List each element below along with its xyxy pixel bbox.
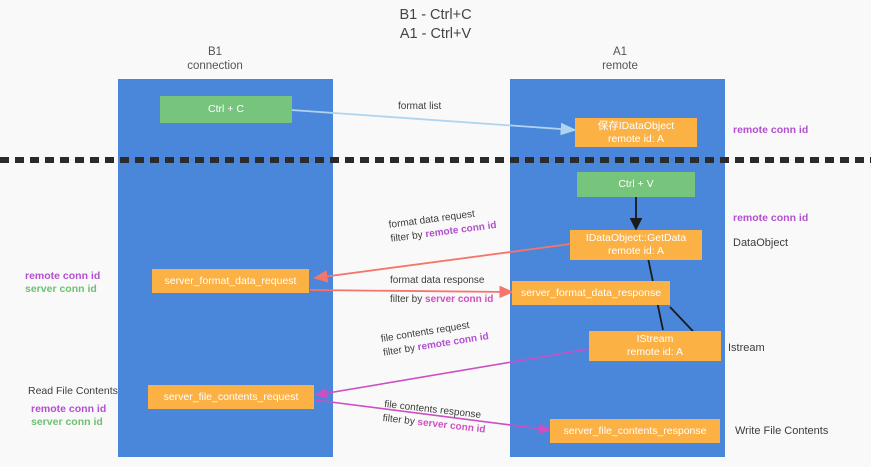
annotation-left-remote-conn-id-mid: remote conn id — [25, 270, 101, 282]
label-format-data-request: format data request filter by remote con… — [388, 205, 497, 247]
box-ctrl-v[interactable]: Ctrl + V — [577, 172, 695, 197]
annotation-right-dataobject: DataObject — [733, 237, 789, 249]
annotation-left-remote-conn-id-bottom: remote conn id — [31, 403, 107, 415]
label-format-data-response-filter: filter by server conn id — [390, 293, 493, 307]
filter-key-server-conn-id: server conn id — [425, 294, 494, 305]
label-format-data-response: format data response filter by server co… — [390, 274, 493, 307]
filter-prefix: filter by — [382, 412, 419, 428]
box-idataobject-getdata[interactable]: IDataObject::GetData remote id: A — [570, 230, 702, 260]
box-ctrl-c[interactable]: Ctrl + C — [160, 96, 292, 123]
diagram-title-line1: B1 - Ctrl+C — [399, 7, 472, 23]
annotation-left-server-conn-id-bottom: server conn id — [31, 416, 103, 428]
column-header-a1-role: remote — [602, 60, 638, 72]
column-header-a1-name: A1 — [612, 46, 628, 58]
diagram-title-line2: A1 - Ctrl+V — [399, 26, 472, 42]
label-format-list: format list — [398, 101, 442, 112]
label-file-contents-response: file contents response filter by server … — [382, 398, 488, 438]
diagram-title: B1 - Ctrl+C A1 - Ctrl+V — [0, 6, 871, 44]
filter-prefix: filter by — [389, 229, 427, 245]
box-save-idataobject[interactable]: 保存IDataObject remote id: A — [575, 118, 697, 147]
box-istream[interactable]: IStream remote id: A — [589, 331, 721, 361]
annotation-right-remote-conn-id-top: remote conn id — [733, 124, 809, 136]
phase-divider — [0, 157, 871, 163]
box-server-file-contents-request[interactable]: server_file_contents_request — [148, 385, 314, 409]
annotation-left-server-conn-id-mid: server conn id — [25, 283, 97, 295]
filter-prefix: filter by — [390, 294, 426, 305]
box-server-format-data-request[interactable]: server_format_data_request — [152, 269, 309, 293]
column-header-b1: B1 connection — [135, 45, 295, 73]
box-server-format-data-response[interactable]: server_format_data_response — [512, 281, 670, 305]
label-file-contents-request: file contents request filter by remote c… — [380, 316, 490, 360]
column-header-b1-name: B1 — [207, 46, 223, 58]
label-format-data-response-text: format data response — [390, 275, 485, 286]
annotation-right-write-file-contents: Write File Contents — [735, 425, 829, 437]
annotation-right-remote-conn-id-mid: remote conn id — [733, 212, 809, 224]
annotation-right-istream: Istream — [728, 342, 765, 354]
box-server-file-contents-response[interactable]: server_file_contents_response — [550, 419, 720, 443]
column-header-a1: A1 remote — [540, 45, 700, 73]
annotation-left-read-file-contents: Read File Contents — [28, 385, 118, 397]
column-header-b1-role: connection — [187, 60, 243, 72]
